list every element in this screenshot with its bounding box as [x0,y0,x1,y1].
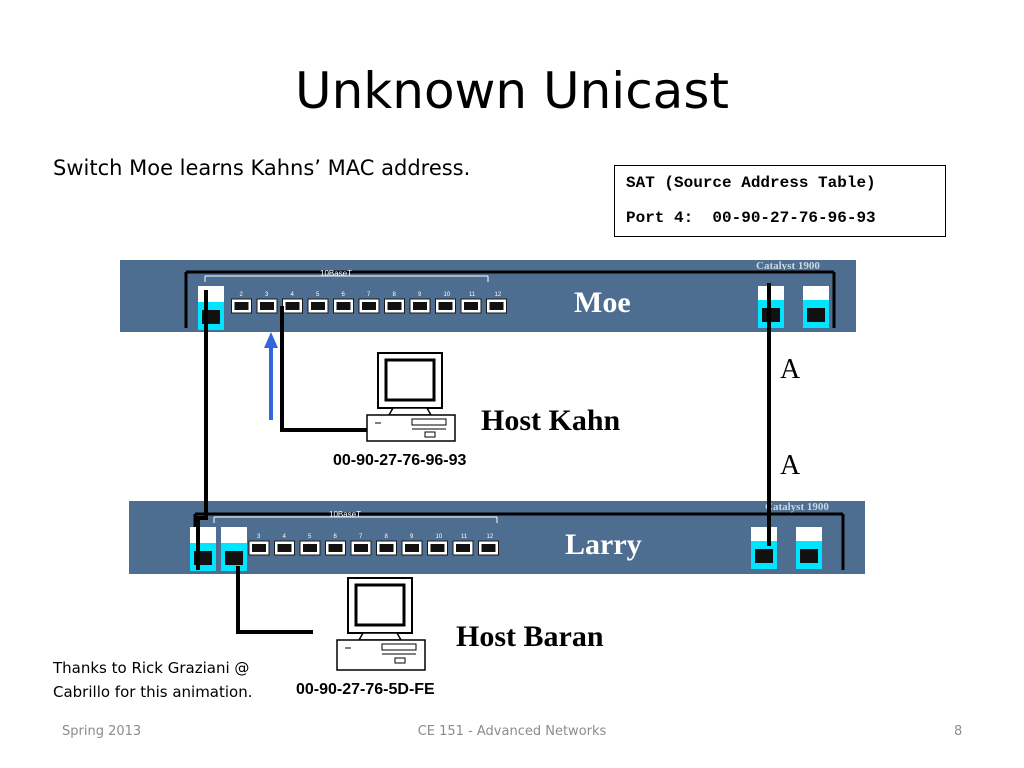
sat-table-box: SAT (Source Address Table) Port 4: 00-90… [614,165,946,237]
ethernet-port-icon [376,540,397,556]
slide-subtitle: Switch Moe learns Kahns’ MAC address. [53,156,471,180]
ethernet-port-icon [384,298,405,314]
switch-larry-port-group: 10BaseT [329,510,361,519]
segment-label-upper: A [780,354,801,385]
port-number: 9 [418,292,422,298]
port-number: 8 [393,292,397,298]
footer-date: Spring 2013 [62,724,142,739]
port-number: 1 [214,292,218,298]
computer-icon [336,577,426,671]
credits-note: Thanks to Rick Graziani @ Cabrillo for t… [53,656,253,704]
host-baran-label: Host Baran [456,620,604,653]
footer-page-number: 8 [954,724,963,739]
slide-title: Unknown Unicast [295,62,729,120]
ethernet-port-icon [231,298,252,314]
uplink-port-icon [803,286,829,328]
cable-moe-port1-to-larry-port1 [196,290,208,570]
ethernet-port-icon [409,298,431,314]
port-number: 3 [257,534,261,540]
ethernet-port-icon [307,298,329,314]
computer-icon [366,352,456,442]
port-number: 2 [240,292,244,298]
ethernet-port-icon [350,540,372,556]
sat-heading: SAT (Source Address Table) [626,174,876,192]
ethernet-port-icon [452,540,474,556]
switch-larry-model: Catalyst 1900 [765,501,829,513]
ethernet-port-icon [486,298,507,314]
host-kahn-label: Host Kahn [481,404,621,437]
switch-moe-bezel: 10BaseT [184,269,836,328]
port-number: 10 [444,292,451,298]
ethernet-port-icon [198,286,224,330]
ethernet-port-icon [333,298,354,314]
ethernet-port-icon [282,298,303,314]
port-number: 12 [487,534,494,540]
ethernet-port-icon [460,298,482,314]
port-number: 7 [367,292,371,298]
port-number: 4 [283,534,287,540]
ethernet-port-icon [299,540,321,556]
ethernet-port-icon [248,540,270,556]
cable-moe-port4-to-host-kahn [280,306,370,432]
credits-line-2: Cabrillo for this animation. [53,683,253,701]
port-number: 7 [359,534,363,540]
port-number: 10 [436,534,443,540]
switch-larry-bezel: 10BaseT [193,510,845,570]
port-number: 11 [469,292,476,298]
port-number: 11 [461,534,468,540]
switch-moe-name: Moe [574,286,631,319]
switch-moe-model: Catalyst 1900 [756,260,820,272]
host-baran-mac: 00-90-27-76-5D-FE [296,681,435,698]
host-kahn-mac: 00-90-27-76-96-93 [333,452,467,469]
ethernet-port-icon [221,527,247,571]
sat-entry: Port 4: 00-90-27-76-96-93 [626,209,876,227]
ethernet-port-icon [256,298,278,314]
ethernet-port-icon [478,540,499,556]
switch-moe-port-group: 10BaseT [320,269,352,278]
ethernet-port-icon [358,298,380,314]
uplink-port-icon [796,527,822,569]
ethernet-port-icon [274,540,295,556]
port-number: 6 [342,292,346,298]
cable-larry-port2-to-host-baran [236,566,313,634]
port-number: 1 [206,534,210,540]
port-number: 4 [291,292,295,298]
credits-line-1: Thanks to Rick Graziani @ [53,659,250,677]
ethernet-port-icon [190,527,216,571]
port-number: 8 [385,534,389,540]
up-arrow-icon [264,332,278,420]
ethernet-port-icon [435,298,456,314]
ethernet-port-icon [325,540,346,556]
segment-label-lower: A [780,450,801,481]
port-number: 5 [316,292,320,298]
port-number: 12 [495,292,502,298]
footer-course: CE 151 - Advanced Networks [417,724,607,739]
ethernet-port-icon [427,540,448,556]
uplink-port-icon [751,527,777,569]
cables [196,283,771,634]
switch-larry-name: Larry [565,528,642,561]
port-number: 5 [308,534,312,540]
port-number: 3 [265,292,269,298]
port-number: 9 [410,534,414,540]
port-number: 6 [334,534,338,540]
ethernet-port-icon [401,540,423,556]
